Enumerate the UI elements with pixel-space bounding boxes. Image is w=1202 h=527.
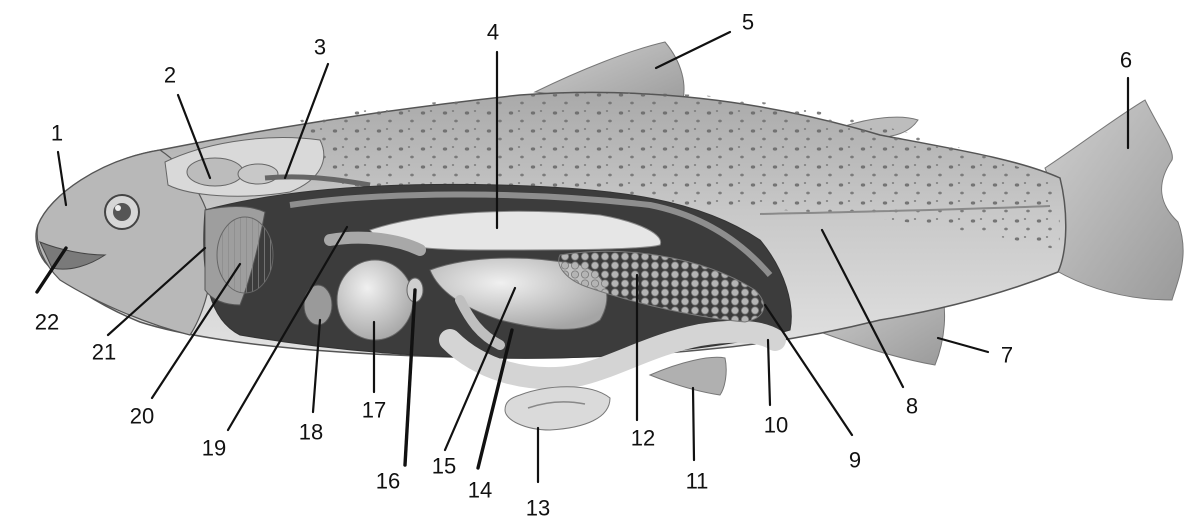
heart	[304, 285, 332, 325]
label-4: 4	[487, 20, 499, 45]
label-14: 14	[468, 478, 492, 503]
label-1: 1	[51, 121, 63, 146]
leader-10	[768, 340, 770, 405]
brain	[187, 158, 243, 186]
label-2: 2	[164, 63, 176, 88]
label-10: 10	[764, 413, 788, 438]
label-21: 21	[92, 340, 116, 365]
leader-7	[938, 338, 988, 352]
leader-11	[693, 388, 694, 460]
label-15: 15	[432, 454, 456, 479]
label-3: 3	[314, 35, 326, 60]
label-16: 16	[376, 469, 400, 494]
intestine-loop	[505, 387, 610, 430]
caudal-fin	[1045, 100, 1183, 300]
pelvic-fin	[650, 357, 726, 395]
label-5: 5	[742, 10, 754, 35]
label-22: 22	[35, 310, 59, 335]
label-11: 11	[686, 469, 709, 494]
label-19: 19	[202, 436, 226, 461]
label-20: 20	[130, 404, 154, 429]
label-6: 6	[1120, 48, 1132, 73]
gills	[217, 217, 273, 293]
label-12: 12	[631, 426, 655, 451]
label-7: 7	[1001, 343, 1013, 368]
label-9: 9	[849, 448, 861, 473]
label-18: 18	[299, 420, 323, 445]
label-17: 17	[362, 398, 386, 423]
label-13: 13	[526, 496, 550, 521]
label-8: 8	[906, 394, 918, 419]
